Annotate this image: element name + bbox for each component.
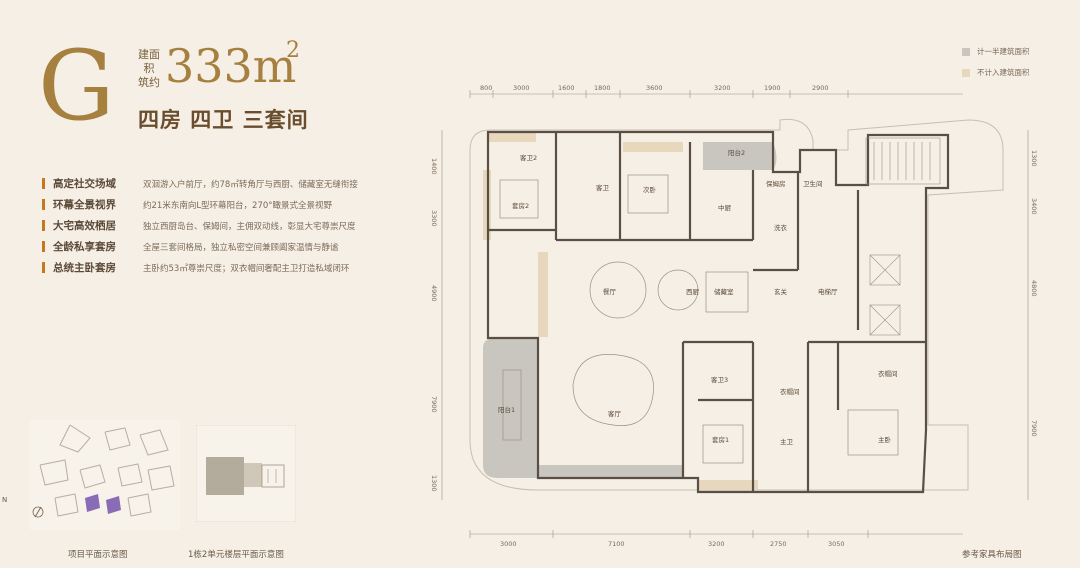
area-superscript: 2 [286, 38, 300, 63]
room-foyer: 玄关 [774, 287, 788, 296]
dim-bottom-3: 3200 [708, 540, 725, 548]
dim-right-3: 4800 [1030, 280, 1038, 297]
main-floor-plan: 800 3000 1600 1800 3600 3200 1900 2900 3… [430, 84, 1038, 548]
legend-label: 计一半建筑面积 [977, 47, 1030, 56]
area-label-2: 积 [143, 62, 155, 75]
feature-title: 全龄私享套房 [53, 241, 116, 253]
unit-letter: G [38, 30, 115, 142]
dim-left-5: 1300 [430, 475, 438, 492]
room-suite2: 套房2 [512, 201, 529, 210]
room-storage: 储藏室 [714, 287, 734, 296]
dim-right-1: 1300 [1030, 150, 1038, 167]
area-label-3: 筑约 [138, 76, 160, 89]
north-arrow [32, 506, 44, 518]
feature-item: 大宅高效栖居 独立西厨岛台、保姆间，主佣双动线，彰显大宅尊崇尺度 [42, 218, 356, 232]
legend-swatch [962, 48, 970, 56]
room-balcony2: 阳台2 [728, 148, 745, 157]
room-west-kitchen: 西厨 [686, 288, 700, 296]
dim-top-2: 3000 [513, 84, 530, 92]
room-master-bath: 主卫 [780, 437, 794, 446]
room-suite1: 套房1 [712, 435, 729, 444]
floor-plan-thumbnail [196, 425, 296, 522]
room-bath3: 客卫3 [711, 375, 728, 384]
feature-item: 高定社交场域 双洄游入户前厅，约78㎡转角厅与西厨、储藏室无缝衔接 [42, 176, 358, 190]
furniture-note: 参考家具布局图 [962, 550, 1022, 560]
dim-top-1: 800 [480, 84, 492, 92]
room-nanny: 保姆房 [766, 179, 786, 188]
site-plan-thumbnail [30, 420, 180, 530]
dim-top-8: 2900 [812, 84, 829, 92]
feature-desc: 全屋三套间格局，独立私密空间兼顾阖家温情与静谧 [143, 242, 339, 253]
room-nanny-bath: 卫生间 [803, 179, 823, 188]
floor-plan-caption: 1栋2单元楼层平面示意图 [188, 550, 284, 560]
room-walkin2: 衣帽间 [780, 387, 800, 396]
dim-bottom-1: 3000 [500, 540, 517, 548]
legend-swatch [962, 69, 970, 77]
site-plan-caption: 项目平面示意图 [68, 550, 128, 560]
feature-item: 环幕全景视界 约21米东南向L型环幕阳台，270°瞰景式全景视野 [42, 197, 332, 211]
room-bath-guest: 客卫 [596, 183, 610, 192]
legend-label: 不计入建筑面积 [977, 68, 1030, 77]
dim-bottom-2: 7100 [608, 540, 625, 548]
dim-bottom-4: 2750 [770, 540, 787, 548]
room-kitchen: 中厨 [718, 203, 732, 212]
room-elevator-hall: 电梯厅 [818, 287, 838, 296]
feature-title: 高定社交场域 [53, 178, 116, 190]
room-dining: 餐厅 [603, 287, 617, 296]
feature-desc: 双洄游入户前厅，约78㎡转角厅与西厨、储藏室无缝衔接 [143, 179, 358, 190]
dim-left-3: 4900 [430, 285, 438, 302]
dim-top-4: 1800 [594, 84, 611, 92]
dim-left-1: 1400 [430, 158, 438, 175]
feature-title: 大宅高效栖居 [53, 220, 116, 232]
room-walkin1: 衣帽间 [878, 369, 898, 378]
feature-item: 全龄私享套房 全屋三套间格局，独立私密空间兼顾阖家温情与静谧 [42, 239, 339, 253]
dim-top-5: 3600 [646, 84, 663, 92]
dim-top-3: 1600 [558, 84, 575, 92]
legend-item-excluded-area: 不计入建筑面积 [962, 67, 1030, 78]
dim-right-4: 7900 [1030, 420, 1038, 437]
dim-bottom-5: 3050 [828, 540, 845, 548]
room-master-bed: 主卧 [878, 435, 892, 444]
legend-item-half-area: 计一半建筑面积 [962, 46, 1030, 57]
dim-top-7: 1900 [764, 84, 781, 92]
area-label-1: 建面 [138, 48, 160, 61]
room-bedroom2: 次卧 [643, 185, 657, 194]
dim-left-4: 7900 [430, 396, 438, 413]
room-laundry: 洗衣 [774, 223, 788, 232]
north-label: N [2, 496, 8, 504]
feature-desc: 独立西厨岛台、保姆间，主佣双动线，彰显大宅尊崇尺度 [143, 221, 356, 232]
feature-desc: 约21米东南向L型环幕阳台，270°瞰景式全景视野 [143, 200, 333, 211]
room-living: 客厅 [608, 409, 622, 418]
feature-desc: 主卧约53㎡尊崇尺度；双衣帽间奢配主卫打造私域闭环 [143, 263, 350, 274]
feature-item: 总统主卧套房 主卧约53㎡尊崇尺度；双衣帽间奢配主卫打造私域闭环 [42, 260, 349, 274]
feature-title: 总统主卧套房 [53, 262, 116, 274]
dim-left-2: 3300 [430, 210, 438, 227]
feature-title: 环幕全景视界 [53, 199, 116, 211]
dim-right-2: 3400 [1030, 198, 1038, 215]
room-balcony1: 阳台1 [498, 405, 515, 414]
area-value: 333m [165, 39, 297, 93]
room-bath2: 客卫2 [520, 153, 537, 162]
dim-top-6: 3200 [714, 84, 731, 92]
unit-subtitle: 四房 四卫 三套间 [138, 108, 309, 132]
